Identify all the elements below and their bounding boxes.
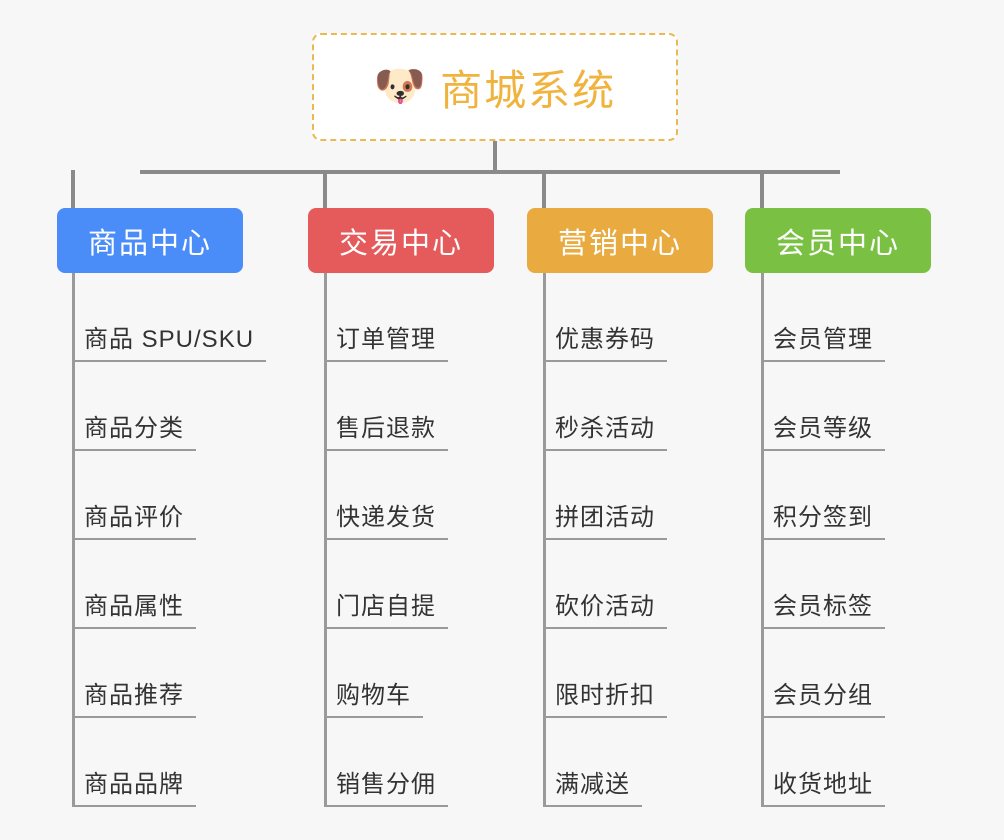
- leaf-item-label: 售后退款: [324, 408, 448, 451]
- root-node-label: 商城系统: [440, 66, 617, 114]
- leaf-item-label: 商品推荐: [72, 675, 196, 718]
- leaf-item-label: 优惠券码: [543, 319, 667, 362]
- category-label: 交易中心: [338, 227, 463, 260]
- leaf-item-label: 限时折扣: [543, 675, 667, 718]
- leaf-item-label: 秒杀活动: [543, 408, 667, 451]
- branch-trunk-3: [761, 273, 764, 807]
- leaf-item-label: 商品品牌: [72, 764, 196, 807]
- root-node[interactable]: 🐶 商城系统: [312, 33, 678, 141]
- leaf-item-label: 商品评价: [72, 497, 196, 540]
- category-box-0[interactable]: 商品中心: [57, 208, 243, 273]
- branch-column-1: 交易中心: [308, 208, 494, 273]
- leaf-item-label: 会员管理: [761, 319, 885, 362]
- branch-trunk-1: [324, 273, 327, 807]
- leaf-item-label: 会员分组: [761, 675, 885, 718]
- branch-stem-connector-2: [542, 170, 546, 210]
- category-box-1[interactable]: 交易中心: [308, 208, 494, 273]
- leaf-item-label: 商品分类: [72, 408, 196, 451]
- leaf-item-label: 商品 SPU/SKU: [72, 319, 267, 362]
- leaf-item-label: 会员标签: [761, 586, 885, 629]
- branch-column-2: 营销中心: [527, 208, 713, 273]
- leaf-item-label: 快递发货: [324, 497, 448, 540]
- leaf-item-label: 购物车: [324, 675, 423, 718]
- branch-column-0: 商品中心: [57, 208, 243, 273]
- branch-stem-connector-1: [323, 170, 327, 210]
- leaf-item-label: 满减送: [543, 764, 642, 807]
- leaf-item-label: 门店自提: [324, 586, 448, 629]
- leaf-item-label: 订单管理: [324, 319, 448, 362]
- branch-stem-connector-0: [71, 170, 75, 210]
- horizontal-bus-connector: [140, 170, 840, 174]
- category-label: 会员中心: [775, 227, 900, 260]
- leaf-item-label: 积分签到: [761, 497, 885, 540]
- leaf-item-label: 会员等级: [761, 408, 885, 451]
- branch-trunk-0: [72, 273, 75, 807]
- branch-column-3: 会员中心: [745, 208, 931, 273]
- leaf-item-label: 收货地址: [761, 764, 885, 807]
- branch-trunk-2: [543, 273, 546, 807]
- category-box-3[interactable]: 会员中心: [745, 208, 931, 273]
- category-label: 商品中心: [87, 227, 212, 260]
- leaf-item-label: 销售分佣: [324, 764, 448, 807]
- branch-stem-connector-3: [760, 170, 764, 210]
- leaf-item-label: 商品属性: [72, 586, 196, 629]
- shiba-dog-face-icon: 🐶: [373, 62, 427, 109]
- leaf-item-label: 拼团活动: [543, 497, 667, 540]
- category-box-2[interactable]: 营销中心: [527, 208, 713, 273]
- root-stem-connector: [493, 141, 497, 173]
- category-label: 营销中心: [557, 227, 682, 260]
- leaf-item-label: 砍价活动: [543, 586, 667, 629]
